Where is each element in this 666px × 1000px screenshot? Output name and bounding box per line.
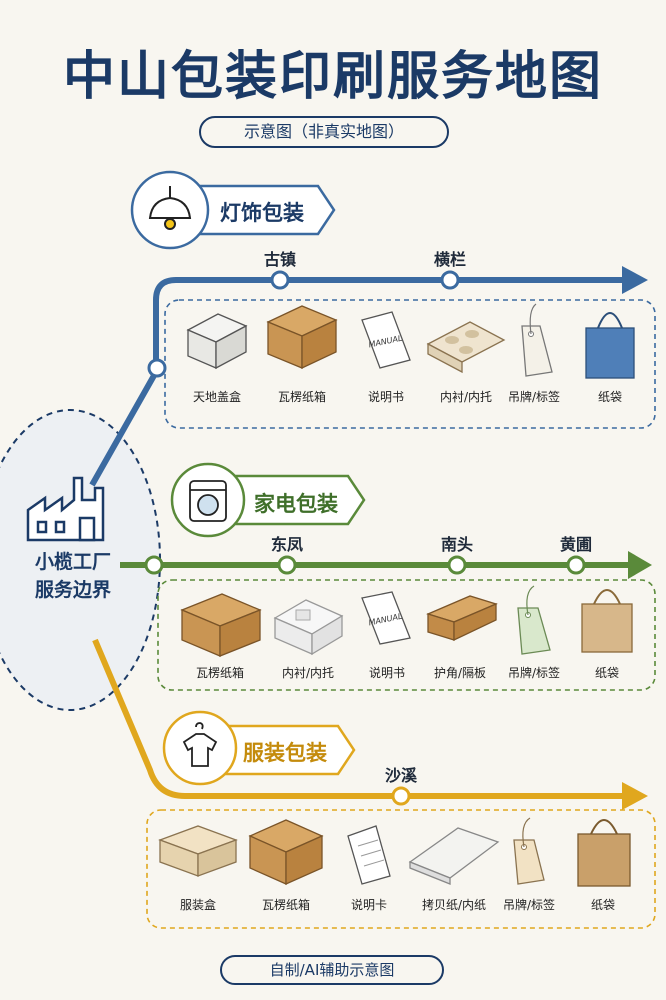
category-label-lighting: 灯饰包装	[220, 201, 304, 225]
item-label: 说明书	[367, 390, 404, 404]
item-icon-hang-tag-3	[513, 817, 545, 885]
pendant-lamp-icon	[148, 186, 192, 230]
item-icon-apparel-box	[158, 825, 238, 877]
lighting-items-panel	[164, 299, 656, 429]
subtitle-badge: 示意图（非真实地图）	[199, 116, 449, 148]
factory-label: 小榄工厂 服务边界	[18, 548, 128, 604]
item-label: 天地盖盒	[192, 390, 241, 404]
item-icon-corner-protector	[426, 595, 498, 642]
item-icon-instruction-card	[347, 825, 391, 885]
factory-label-line1: 小榄工厂	[34, 551, 111, 573]
item-label: 说明书	[368, 666, 405, 680]
item-label: 纸袋	[597, 390, 622, 404]
item-icon-corrugated-box-1	[266, 305, 338, 370]
item-label: 说明卡	[350, 898, 387, 912]
factory-icon	[26, 476, 105, 542]
item-icon-paper-bag-1	[585, 312, 635, 379]
item-icon-hang-tag-2	[517, 585, 551, 655]
item-label: 瓦楞纸箱	[277, 390, 326, 404]
footer-credit-badge: 自制/AI辅助示意图	[220, 955, 444, 985]
item-icon-manual-1: MANUAL	[361, 311, 411, 369]
item-label: 内衬/内托	[439, 390, 493, 404]
item-icon-lid-base-box	[186, 313, 248, 370]
appliance-category-badge	[170, 462, 366, 538]
item-icon-paper-bag-2	[581, 589, 633, 653]
item-icon-tissue-paper	[408, 827, 500, 885]
appliance-junction-dot	[144, 555, 164, 575]
page-title: 中山包装印刷服务地图	[62, 47, 603, 107]
station-label-dongfeng: 东凤	[270, 535, 303, 554]
station-dot-shaxi	[391, 786, 411, 806]
lighting-junction-dot	[147, 358, 167, 378]
station-dot-nantou	[447, 555, 467, 575]
item-label: 吊牌/标签	[507, 390, 561, 404]
station-label-huangpu: 黄圃	[559, 535, 592, 554]
item-label: 拷贝纸/内纸	[421, 898, 487, 912]
factory-label-line2: 服务边界	[34, 579, 111, 601]
item-label: 护角/隔板	[433, 666, 487, 680]
item-icon-insert-tray-1	[426, 321, 506, 374]
item-label: 内衬/内托	[281, 666, 335, 680]
appliance-items-panel	[157, 579, 656, 691]
clothing-route-line	[92, 638, 625, 799]
item-icon-corrugated-box-2	[180, 593, 262, 657]
washing-machine-icon	[189, 480, 227, 522]
station-dot-dongfeng	[277, 555, 297, 575]
lighting-route-arrow	[622, 266, 648, 294]
item-icon-corrugated-box-3	[248, 819, 324, 886]
station-dot-huangpu	[566, 555, 586, 575]
appliance-route-arrow	[628, 551, 652, 579]
item-label: 瓦楞纸箱	[195, 666, 244, 680]
item-icon-paper-bag-3	[577, 819, 631, 887]
item-label: 服装盒	[179, 898, 216, 912]
item-label: 吊牌/标签	[502, 898, 556, 912]
station-label-henglan: 横栏	[433, 250, 466, 269]
lighting-route-line	[89, 277, 625, 487]
item-label: 纸袋	[594, 666, 619, 680]
category-label-appliance: 家电包装	[254, 492, 338, 516]
item-icon-manual-2: MANUAL	[361, 591, 411, 645]
category-label-clothing: 服装包装	[243, 741, 327, 765]
lighting-category-badge	[130, 170, 336, 250]
item-label: 瓦楞纸箱	[261, 898, 310, 912]
station-dot-henglan	[440, 270, 460, 290]
shirt-hanger-icon	[182, 722, 218, 767]
item-label: 吊牌/标签	[507, 666, 561, 680]
station-dot-guzhen	[270, 270, 290, 290]
clothing-route-arrow	[622, 782, 648, 810]
item-icon-foam-insert	[273, 599, 344, 656]
item-label: 纸袋	[590, 898, 615, 912]
item-icon-hang-tag-1	[521, 303, 553, 377]
station-label-guzhen: 古镇	[263, 250, 296, 269]
clothing-category-badge	[162, 710, 356, 786]
station-label-shaxi: 沙溪	[384, 766, 417, 785]
station-label-nantou: 南头	[440, 535, 473, 554]
